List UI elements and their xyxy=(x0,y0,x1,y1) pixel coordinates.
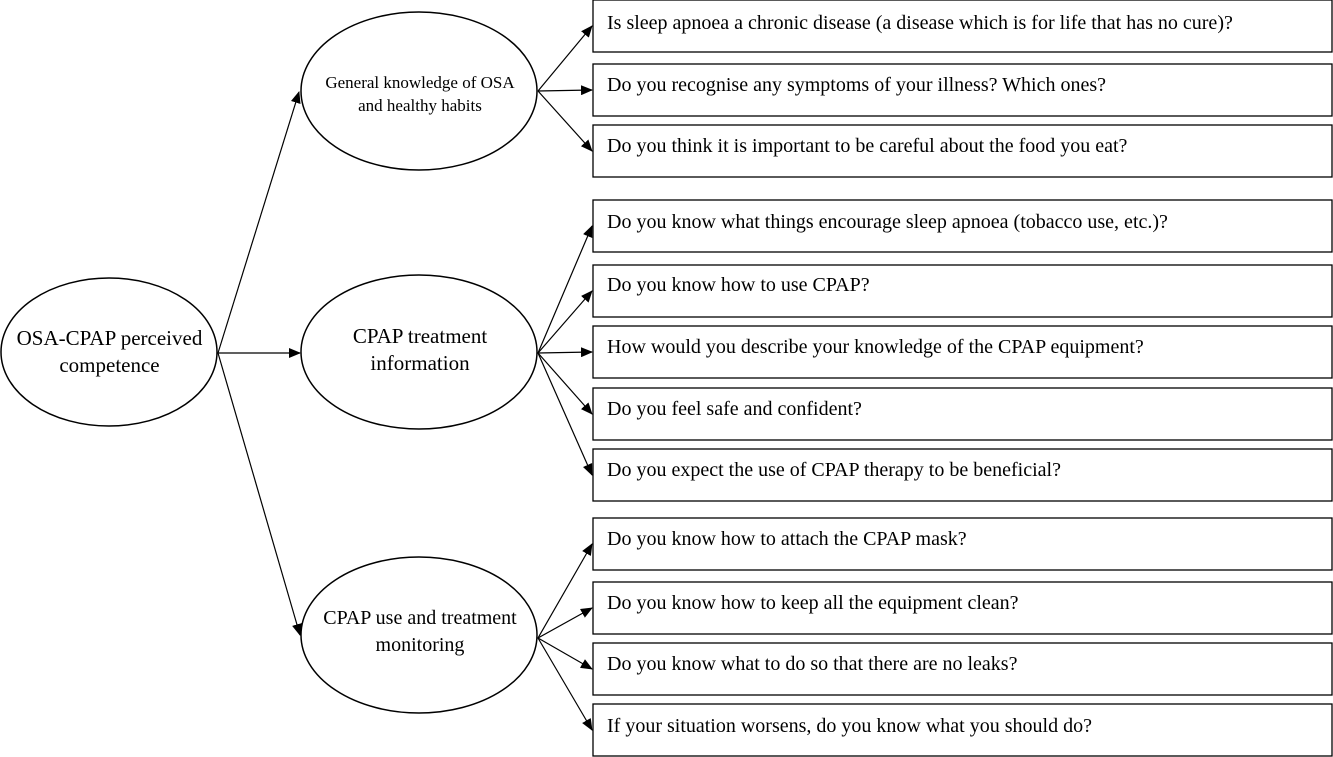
question-6-text: How would you describe your knowledge of… xyxy=(607,336,1144,358)
question-box-3 xyxy=(592,124,1333,178)
category-2-label: CPAP treatment information xyxy=(352,324,488,375)
root-ellipse xyxy=(0,277,218,427)
question-box-12 xyxy=(592,703,1333,757)
question-8-text: Do you expect the use of CPAP therapy to… xyxy=(607,459,1061,481)
question-4-text: Do you know what things encourage sleep … xyxy=(607,211,1168,233)
arrow-category-2-to-question-7 xyxy=(537,352,593,415)
arrow-root-to-category-3 xyxy=(217,352,302,636)
question-box-2 xyxy=(592,63,1333,117)
question-box-4 xyxy=(592,199,1333,253)
question-box-7 xyxy=(592,387,1333,441)
question-7-text: Do you feel safe and confident? xyxy=(607,398,862,420)
arrow-category-3-to-question-10 xyxy=(537,607,593,639)
category-1-ellipse xyxy=(300,11,538,171)
question-3-text: Do you think it is important to be caref… xyxy=(607,135,1128,157)
question-9-text: Do you know how to attach the CPAP mask? xyxy=(607,528,967,550)
arrow-category-1-to-question-2 xyxy=(537,85,593,96)
question-5-text: Do you know how to use CPAP? xyxy=(607,274,870,296)
question-1-text: Is sleep apnoea a chronic disease (a dis… xyxy=(607,12,1233,34)
root-node-label: OSA-CPAP perceived competence xyxy=(16,326,203,377)
arrow-category-3-to-question-12 xyxy=(537,637,593,731)
arrow-category-1-to-question-3 xyxy=(537,90,593,152)
arrow-category-2-to-question-6 xyxy=(537,347,593,358)
question-box-6 xyxy=(592,325,1333,379)
question-box-8 xyxy=(592,448,1333,502)
question-11-text: Do you know what to do so that there are… xyxy=(607,653,1018,675)
arrow-category-3-to-question-11 xyxy=(537,637,593,670)
question-box-1 xyxy=(592,0,1333,53)
question-2-text: Do you recognise any symptoms of your il… xyxy=(607,74,1106,96)
arrow-category-2-to-question-8 xyxy=(537,352,593,476)
question-12-text: If your situation worsens, do you know w… xyxy=(607,715,1092,737)
question-10-text: Do you know how to keep all the equipmen… xyxy=(607,592,1019,614)
arrow-category-1-to-question-1 xyxy=(537,25,593,92)
category-2-ellipse xyxy=(300,274,538,430)
category-3-label: CPAP use and treatment monitoring xyxy=(323,607,517,656)
arrow-root-to-category-1 xyxy=(217,91,301,354)
arrow-category-3-to-question-9 xyxy=(537,543,593,639)
arrow-category-2-to-question-4 xyxy=(537,225,593,354)
question-box-11 xyxy=(592,642,1333,696)
question-box-10 xyxy=(592,581,1333,635)
question-box-9 xyxy=(592,517,1333,571)
arrow-category-2-to-question-5 xyxy=(537,290,593,354)
category-1-label: General knowledge of OSA and healthy hab… xyxy=(325,73,515,115)
question-box-5 xyxy=(592,264,1333,318)
